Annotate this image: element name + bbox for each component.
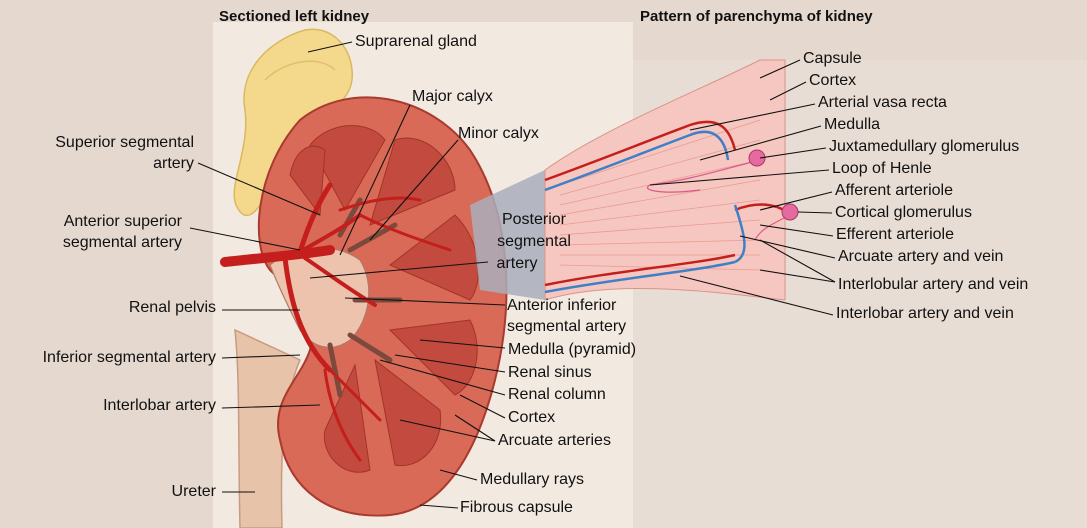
label-major-calyx: Major calyx (412, 88, 493, 105)
label-renal-pelvis: Renal pelvis (128, 299, 216, 316)
label-ureter: Ureter (171, 483, 216, 500)
renal-pyramids (289, 125, 479, 473)
label-cortex-left: Cortex (508, 409, 556, 426)
label-superior-segmental-artery-line2: artery (153, 155, 194, 172)
label-fibrous-capsule: Fibrous capsule (460, 499, 573, 516)
label-anterior-inferior-line1: Anterior inferior (507, 297, 617, 314)
label-renal-column: Renal column (508, 386, 606, 403)
label-medullary-rays: Medullary rays (480, 471, 585, 488)
renal-arteries (220, 182, 452, 462)
parenchyma-wedge (544, 59, 786, 301)
cortical-glomerulus-shape (781, 203, 799, 221)
label-arterial-vasa-recta: Arterial vasa recta (818, 94, 947, 111)
label-posterior-segmental-line2: segmental (497, 233, 571, 250)
label-anterior-superior-line2: segmental artery (62, 234, 182, 251)
label-posterior-segmental-line1: Posterior (501, 211, 567, 228)
label-inferior-segmental-artery: Inferior segmental artery (42, 349, 216, 366)
magnify-connector (470, 170, 545, 300)
label-capsule: Capsule (803, 50, 862, 67)
label-arcuate-arteries: Arcuate arteries (498, 432, 611, 449)
label-suprarenal-gland: Suprarenal gland (355, 33, 477, 50)
label-medulla-pyramid: Medulla (pyramid) (508, 341, 637, 358)
label-superior-segmental-artery-line1: Superior segmental (55, 134, 194, 151)
label-juxtamedullary-glomerulus: Juxtamedullary glomerulus (829, 138, 1020, 155)
label-cortex-right: Cortex (809, 72, 857, 89)
label-interlobular-artery-and-vein: Interlobular artery and vein (838, 276, 1029, 293)
right-title: Pattern of parenchyma of kidney (640, 8, 873, 25)
parenchyma-veins (544, 130, 746, 294)
label-renal-sinus: Renal sinus (508, 364, 592, 381)
left-title: Sectioned left kidney (219, 8, 370, 25)
label-posterior-segmental-line3: artery (496, 255, 538, 272)
label-medulla-right: Medulla (824, 116, 881, 133)
label-cortical-glomerulus: Cortical glomerulus (835, 204, 972, 221)
label-interlobar-artery-and-vein: Interlobar artery and vein (836, 305, 1014, 322)
label-afferent-arteriole: Afferent arteriole (835, 182, 953, 199)
label-anterior-superior-line1: Anterior superior (63, 213, 182, 230)
label-interlobar-artery: Interlobar artery (103, 397, 216, 414)
leader-lines (189, 41, 836, 509)
label-arcuate-artery-and-vein: Arcuate artery and vein (838, 248, 1004, 265)
label-anterior-inferior-line2: segmental artery (507, 318, 627, 335)
label-minor-calyx: Minor calyx (458, 125, 539, 142)
label-efferent-arteriole: Efferent arteriole (836, 226, 954, 243)
juxtamedullary-glomerulus-shape (748, 149, 766, 167)
label-loop-of-henle: Loop of Henle (832, 160, 932, 177)
